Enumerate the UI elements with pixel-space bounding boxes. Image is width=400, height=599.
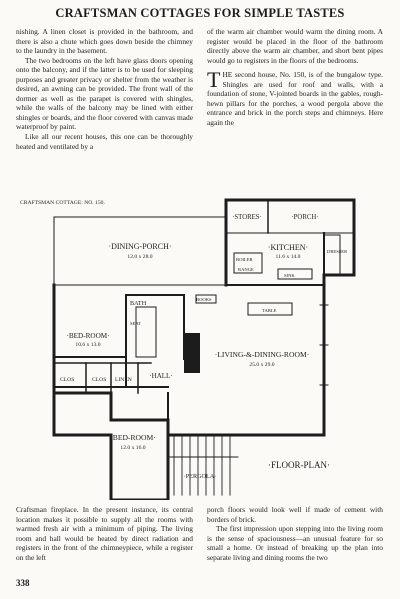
room-size-bedroom-2: 12.0 x 16.0 bbox=[120, 445, 145, 451]
paragraph: Craftsman fireplace. In the present inst… bbox=[16, 505, 193, 562]
drop-cap: T bbox=[207, 67, 221, 93]
chimney bbox=[184, 333, 200, 373]
room-size-kitchen: 11.6 x 14.0 bbox=[276, 254, 301, 260]
paragraph: The two bedrooms on the left have glass … bbox=[16, 55, 193, 132]
label-dresser: DRESSER bbox=[327, 249, 348, 254]
room-label-porch: ·PORCH· bbox=[291, 214, 318, 221]
books-shelf bbox=[195, 294, 217, 304]
room-label-bedroom-2: ·BED-ROOM· bbox=[110, 433, 156, 442]
room-label-stores: ·STORES· bbox=[232, 214, 262, 221]
pergola-slats bbox=[169, 434, 239, 496]
paragraph: porch floors would look well if made of … bbox=[207, 505, 383, 524]
label-sink: SINK bbox=[284, 273, 295, 278]
paragraph: The first impression upon stepping into … bbox=[207, 524, 383, 562]
label-boiler: BOILER bbox=[236, 257, 254, 262]
room-label-dining-porch: ·DINING-PORCH· bbox=[108, 242, 171, 251]
boiler-range-outline bbox=[233, 252, 263, 274]
room-label-hall: ·HALL· bbox=[149, 372, 172, 380]
paragraph-text: HE second house, No. 150, is of the bung… bbox=[207, 70, 383, 127]
label-range: RANGE bbox=[238, 267, 254, 272]
label-closet-2: CLOS bbox=[92, 377, 106, 383]
bath-tub bbox=[135, 306, 157, 358]
room-label-kitchen: ·KITCHEN· bbox=[268, 243, 308, 252]
room-label-bedroom-1: ·BED-ROOM· bbox=[66, 332, 109, 340]
label-table: TABLE bbox=[262, 308, 277, 313]
label-bath: BATH bbox=[130, 300, 147, 307]
text-column-top-left: nishing. A linen closet is provided in t… bbox=[16, 27, 193, 151]
plan-caption: CRAFTSMAN COTTAGE: NO. 150. bbox=[20, 200, 105, 206]
room-size-living-dining: 25.0 x 29.0 bbox=[249, 362, 274, 368]
windows bbox=[319, 304, 329, 386]
text-column-bottom-left: Craftsman fireplace. In the present inst… bbox=[16, 505, 193, 562]
table-outline bbox=[247, 302, 293, 316]
label-linen: LINEN bbox=[115, 377, 132, 383]
paragraph: of the warm air chamber would warm the d… bbox=[207, 27, 383, 65]
dining-porch-outline bbox=[53, 216, 227, 286]
label-pergola: ·PERGOLA· bbox=[184, 473, 217, 480]
label-books: BOOKS bbox=[196, 297, 212, 302]
room-label-living-dining: ·LIVING-&-DINING-ROOM· bbox=[215, 350, 309, 359]
label-closet-1: CLOS bbox=[60, 377, 74, 383]
paragraph: nishing. A linen closet is provided in t… bbox=[16, 27, 193, 56]
text-column-bottom-right: porch floors would look well if made of … bbox=[207, 505, 383, 562]
text-column-top-right: of the warm air chamber would warm the d… bbox=[207, 27, 383, 127]
dresser-outline bbox=[323, 234, 341, 276]
room-size-bedroom-1: 10.6 x 13.0 bbox=[75, 342, 100, 348]
sink-outline bbox=[277, 268, 313, 280]
label-seat: SEAT bbox=[130, 321, 141, 326]
room-size-dining-porch: 12.0 x 28.0 bbox=[127, 254, 152, 260]
label-floor-plan: ·FLOOR-PLAN· bbox=[268, 460, 330, 470]
floor-plan-drawing: CRAFTSMAN COTTAGE: NO. 150. ·STORES· ·PO… bbox=[20, 198, 356, 500]
house-outer-walls bbox=[52, 198, 356, 437]
page-title: CRAFTSMAN COTTAGES FOR SIMPLE TASTES bbox=[55, 6, 345, 20]
paragraph: Like all our recent houses, this one can… bbox=[16, 132, 193, 151]
page-number: 338 bbox=[16, 578, 30, 588]
